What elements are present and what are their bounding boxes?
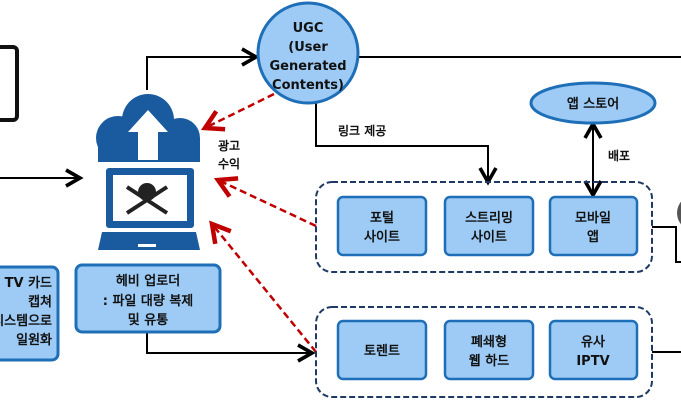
ugc-node: UGC (User Generated Contents) [256,1,360,105]
ugc-label: Contents) [272,78,344,93]
heavy-uploader-box: 헤비 업로더 : 파일 대량 복제 및 유통 [74,263,222,334]
node-label: : 파일 대량 복제 [103,294,194,309]
node-label: 앱 [587,230,599,245]
ugc-label: (User [288,40,328,55]
ad-label: 수익 [218,157,240,171]
ugc-label: Generated [269,59,346,74]
ad-revenue-arrows [200,92,317,353]
ad-label: 광고 [218,138,240,153]
pirate-laptop-icon [96,94,200,250]
node-label: 웹 하드 [469,353,509,369]
user-icon [677,201,681,225]
tv-capture-box: TV 카드 캡쳐 시스템으로 일원화 [0,265,60,362]
connectors [0,47,681,363]
node-label: 일원화 [16,332,52,348]
node-label: 사이트 [471,229,507,245]
ugc-label: UGC [293,21,324,36]
node-label: 사이트 [364,229,400,245]
node-label: 및 유통 [128,313,168,328]
app-store-node: 앱 스토어 [529,81,657,125]
node-label: 유사 [581,334,605,350]
node-label: 캡쳐 [28,294,52,310]
node-label: 시스템으로 [0,314,52,329]
node-label: 모바일 [575,210,611,226]
node-label: 앱 스토어 [567,96,619,112]
node-label: 토렌트 [364,343,400,359]
node-label: 헤비 업로더 [116,273,180,289]
device-icon [0,45,19,122]
distribute-label: 배포 [608,148,630,163]
node-label: IPTV [576,354,609,369]
link-label: 링크 제공 [338,123,386,138]
node-label: 폐쇄형 [471,334,507,350]
node-label: 포털 [370,210,394,226]
node-label: 스트리밍 [465,210,513,226]
node-label: TV 카드 [5,276,52,291]
